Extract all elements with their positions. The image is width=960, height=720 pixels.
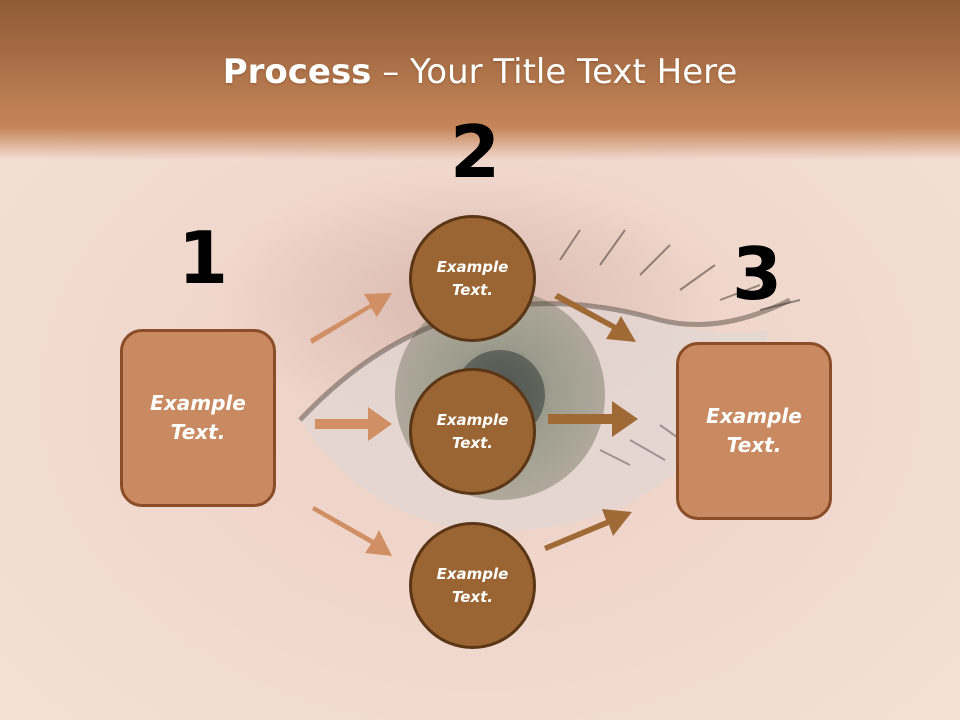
arrow-down-right (312, 506, 392, 556)
arrow-right (315, 407, 392, 441)
step-circle-bottom: Example Text. (409, 522, 536, 649)
step-circle-top: Example Text. (409, 215, 536, 342)
step-circle-top-label: Example Text. (436, 257, 509, 299)
step-circle-middle-label: Example Text. (436, 410, 509, 452)
step-box-right-label: Example Text. (706, 404, 802, 457)
title-rest: – Your Title Text Here (371, 52, 738, 92)
slide-title: Process – Your Title Text Here (0, 52, 960, 92)
step-number-3: 3 (732, 232, 783, 316)
step-number-1: 1 (178, 216, 229, 300)
title-bold: Process (222, 52, 372, 92)
step-circle-middle: Example Text. (409, 368, 536, 495)
arrow-up-right-out (544, 509, 632, 551)
step-number-2: 2 (450, 110, 501, 194)
step-box-left-label: Example Text. (150, 391, 246, 444)
step-box-left: Example Text. (120, 329, 276, 507)
arrow-right-out (548, 401, 638, 437)
step-circle-bottom-label: Example Text. (436, 564, 509, 606)
arrow-down-right-out (554, 293, 636, 342)
step-box-right: Example Text. (676, 342, 832, 520)
arrow-up-right (310, 293, 392, 344)
